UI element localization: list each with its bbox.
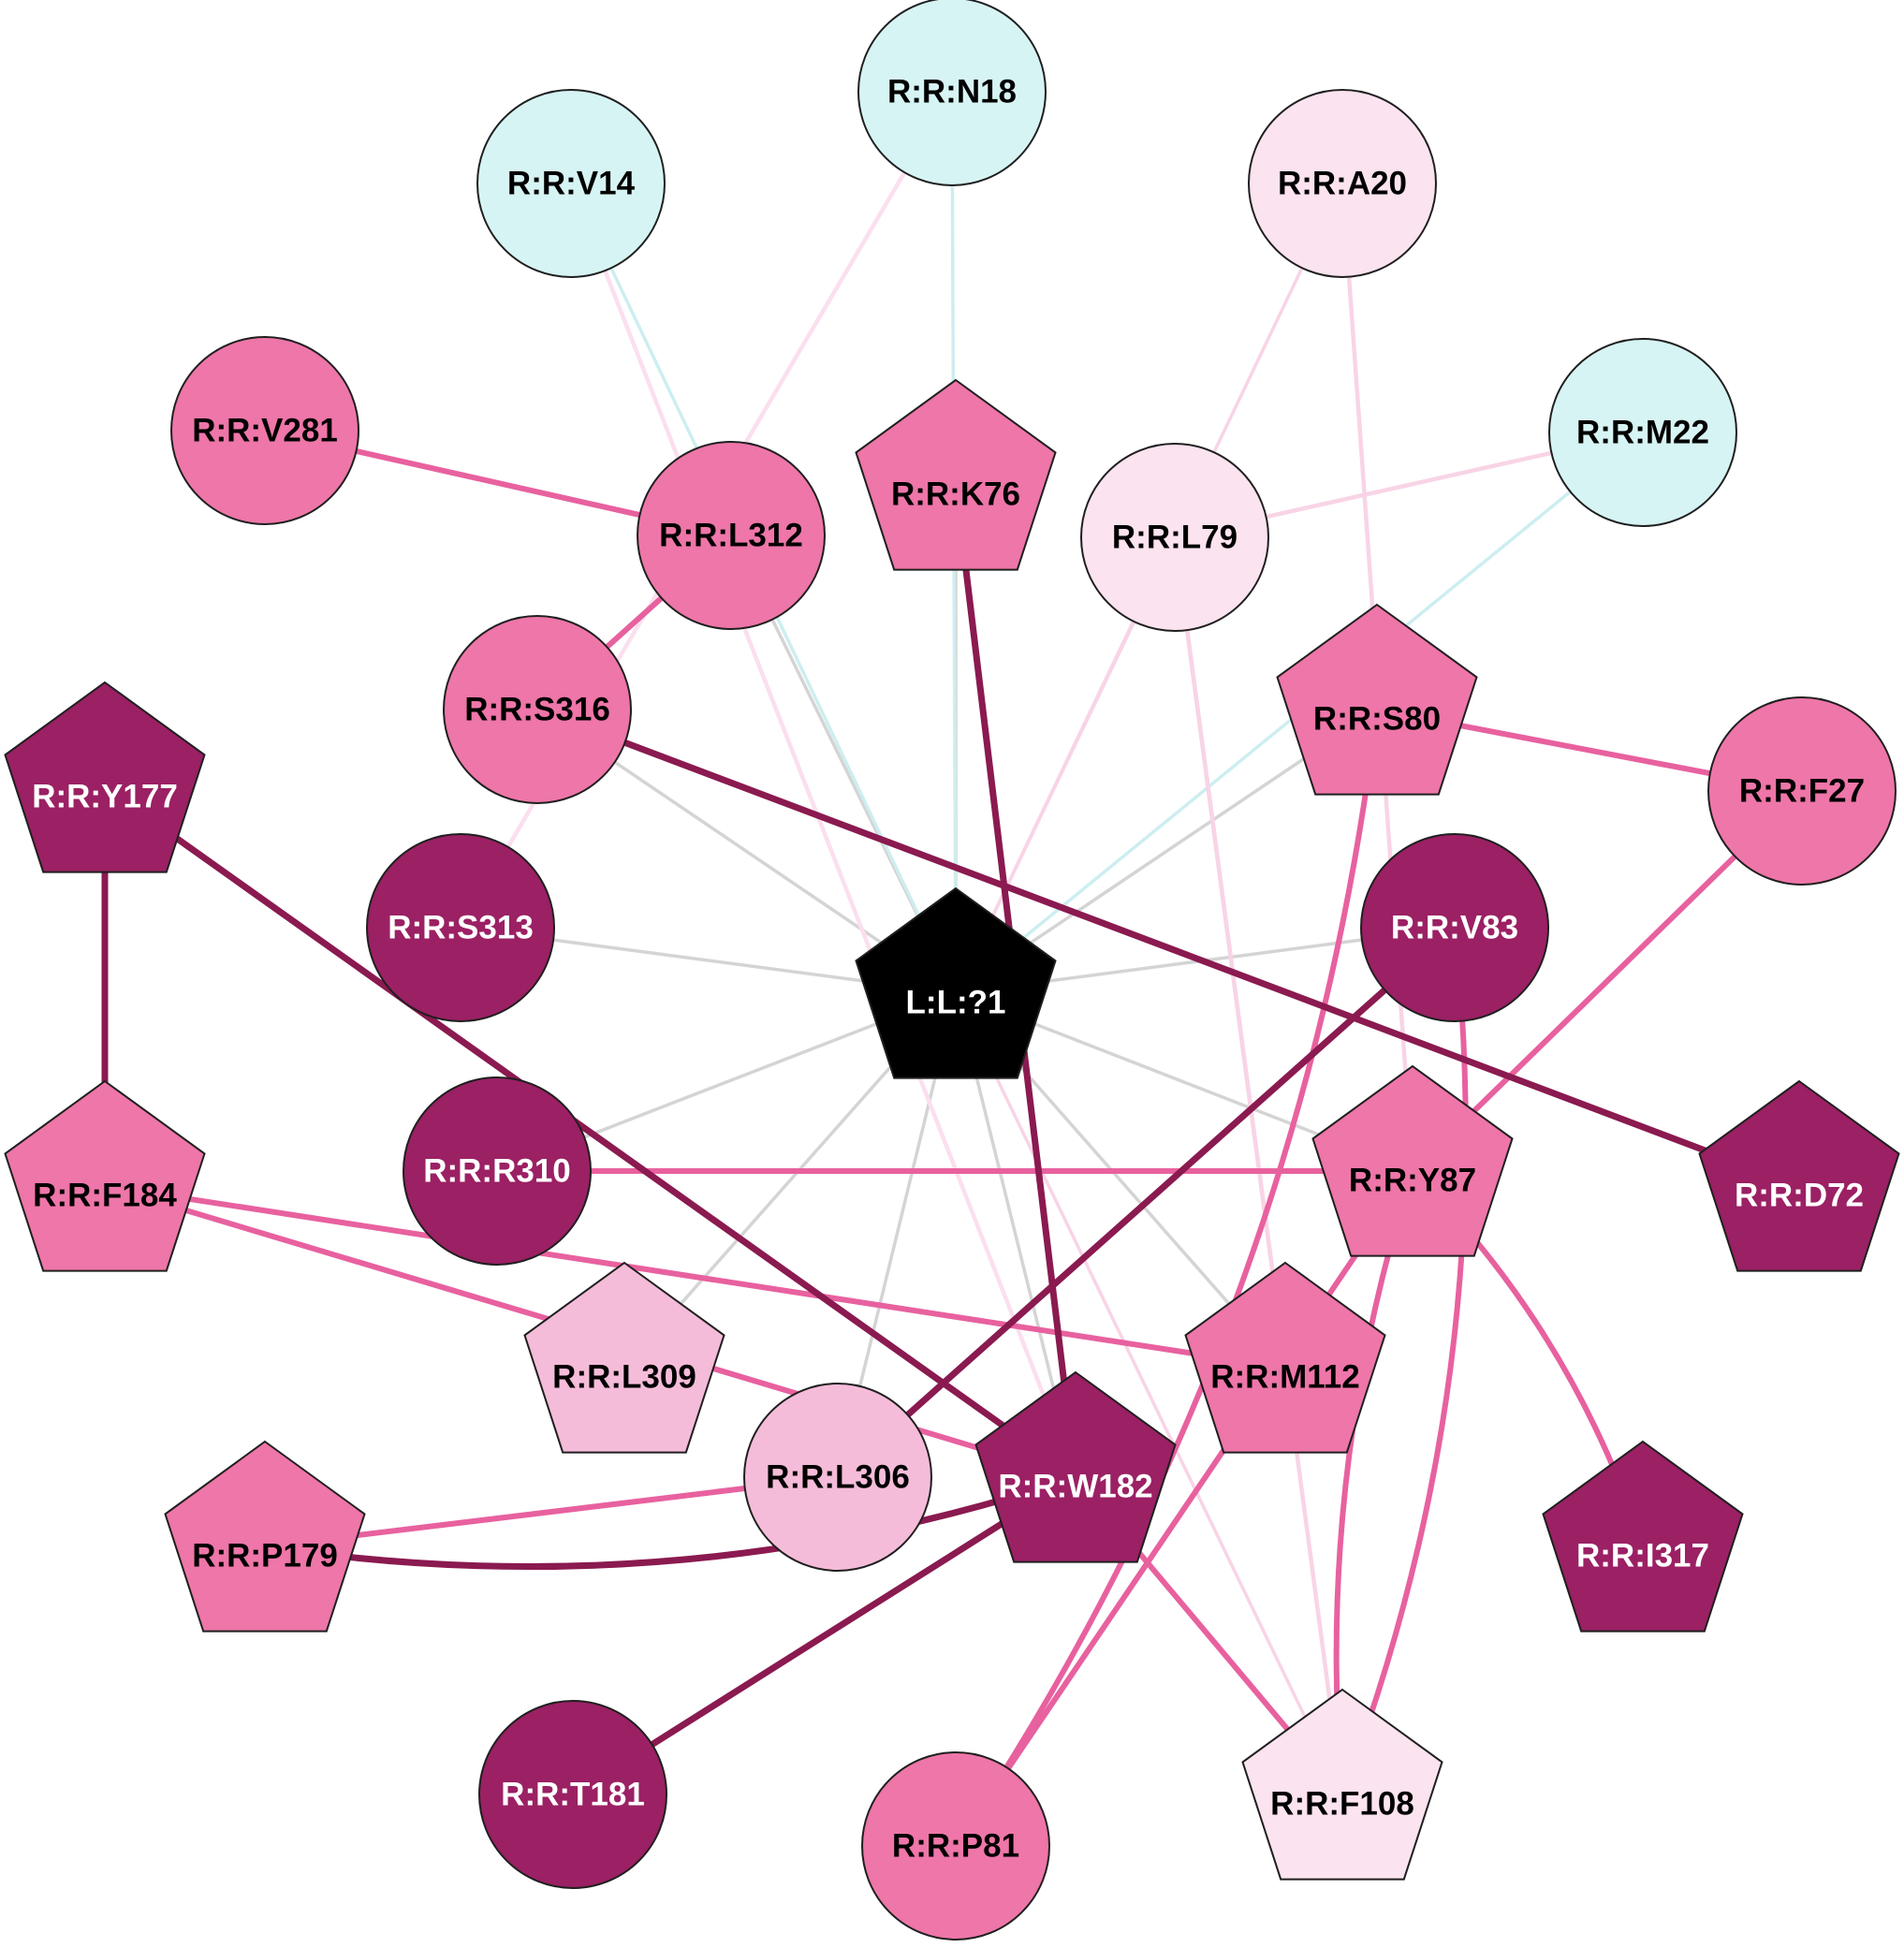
pentagon-node-shape: [855, 886, 1057, 1079]
node-r-r-f184[interactable]: R:R:F184: [4, 1079, 206, 1272]
edge-r-r-s316--r-r-d72: [534, 706, 1803, 1190]
pentagon-node-shape: [1184, 1261, 1386, 1454]
circle-node-shape: [1360, 833, 1549, 1022]
circle-node-shape: [1248, 89, 1437, 278]
node-r-r-i317[interactable]: R:R:I317: [1542, 1440, 1744, 1633]
node-r-r-a20[interactable]: R:R:A20: [1248, 89, 1437, 278]
circle-node-shape: [1080, 443, 1269, 632]
circle-node-shape: [443, 615, 632, 804]
pentagon-node-shape: [164, 1440, 366, 1633]
node-r-r-m22[interactable]: R:R:M22: [1548, 338, 1737, 527]
pentagon-node-shape: [523, 1261, 725, 1454]
circle-node-shape: [478, 1700, 667, 1889]
circle-node-shape: [1548, 338, 1737, 527]
node-r-r-f27[interactable]: R:R:F27: [1707, 696, 1897, 886]
edge-r-r-p81--r-r-s80: [953, 707, 1380, 1849]
circle-node-shape: [637, 441, 826, 630]
pentagon-node-shape: [4, 681, 206, 873]
node-r-r-p179[interactable]: R:R:P179: [164, 1440, 366, 1633]
node-r-r-f108[interactable]: R:R:F108: [1241, 1688, 1443, 1881]
node-r-r-v83[interactable]: R:R:V83: [1360, 833, 1549, 1022]
node-r-r-y177[interactable]: R:R:Y177: [4, 681, 206, 873]
node-r-r-k76[interactable]: R:R:K76: [855, 378, 1057, 571]
circle-node-shape: [1707, 696, 1897, 886]
node-r-r-v281[interactable]: R:R:V281: [170, 336, 359, 525]
node-r-r-s316[interactable]: R:R:S316: [443, 615, 632, 804]
pentagon-node-shape: [855, 378, 1057, 571]
pentagon-node-shape: [1698, 1079, 1900, 1272]
pentagon-node-shape: [1311, 1064, 1514, 1257]
node-r-r-d72[interactable]: R:R:D72: [1698, 1079, 1900, 1272]
node-r-r-s313[interactable]: R:R:S313: [366, 833, 555, 1022]
node-r-r-r310[interactable]: R:R:R310: [403, 1077, 592, 1266]
pentagon-node-shape: [1241, 1688, 1443, 1881]
node-r-r-m112[interactable]: R:R:M112: [1184, 1261, 1386, 1454]
pentagon-node-shape: [1542, 1440, 1744, 1633]
edge-r-r-y177--r-r-w182: [101, 784, 1079, 1481]
circle-node-shape: [170, 336, 359, 525]
circle-node-shape: [743, 1383, 932, 1572]
node-r-r-n18[interactable]: R:R:N18: [857, 0, 1047, 186]
node-r-r-v14[interactable]: R:R:V14: [476, 89, 666, 278]
edge-r-r-l79--r-r-m112: [1172, 535, 1288, 1370]
node-l-l-1[interactable]: L:L:?1: [855, 886, 1057, 1079]
circle-node-shape: [366, 833, 555, 1022]
node-r-r-l79[interactable]: R:R:L79: [1080, 443, 1269, 632]
circle-node-shape: [403, 1077, 592, 1266]
node-r-r-l306[interactable]: R:R:L306: [743, 1383, 932, 1572]
node-r-r-t181[interactable]: R:R:T181: [478, 1700, 667, 1889]
node-r-r-y87[interactable]: R:R:Y87: [1311, 1064, 1514, 1257]
edge-r-r-v14--r-r-w182: [568, 181, 1078, 1480]
pentagon-node-shape: [1276, 603, 1478, 796]
node-r-r-p81[interactable]: R:R:P81: [861, 1751, 1050, 1941]
node-r-r-w182[interactable]: R:R:W182: [974, 1370, 1177, 1563]
circle-node-shape: [476, 89, 666, 278]
node-r-r-l312[interactable]: R:R:L312: [637, 441, 826, 630]
node-r-r-s80[interactable]: R:R:S80: [1276, 603, 1478, 796]
pentagon-node-shape: [4, 1079, 206, 1272]
edge-r-r-v83--r-r-l306: [834, 924, 1458, 1481]
edge-r-r-p179--r-r-w182: [261, 1473, 1079, 1571]
circle-node-shape: [857, 0, 1047, 186]
edge-r-r-f184--r-r-m112: [102, 1183, 1288, 1370]
edge-r-r-p81--r-r-y87: [953, 1168, 1415, 1849]
circle-node-shape: [861, 1751, 1050, 1941]
pentagon-node-shape: [974, 1370, 1177, 1563]
edge-l-l-1--r-r-f108: [954, 991, 1344, 1796]
